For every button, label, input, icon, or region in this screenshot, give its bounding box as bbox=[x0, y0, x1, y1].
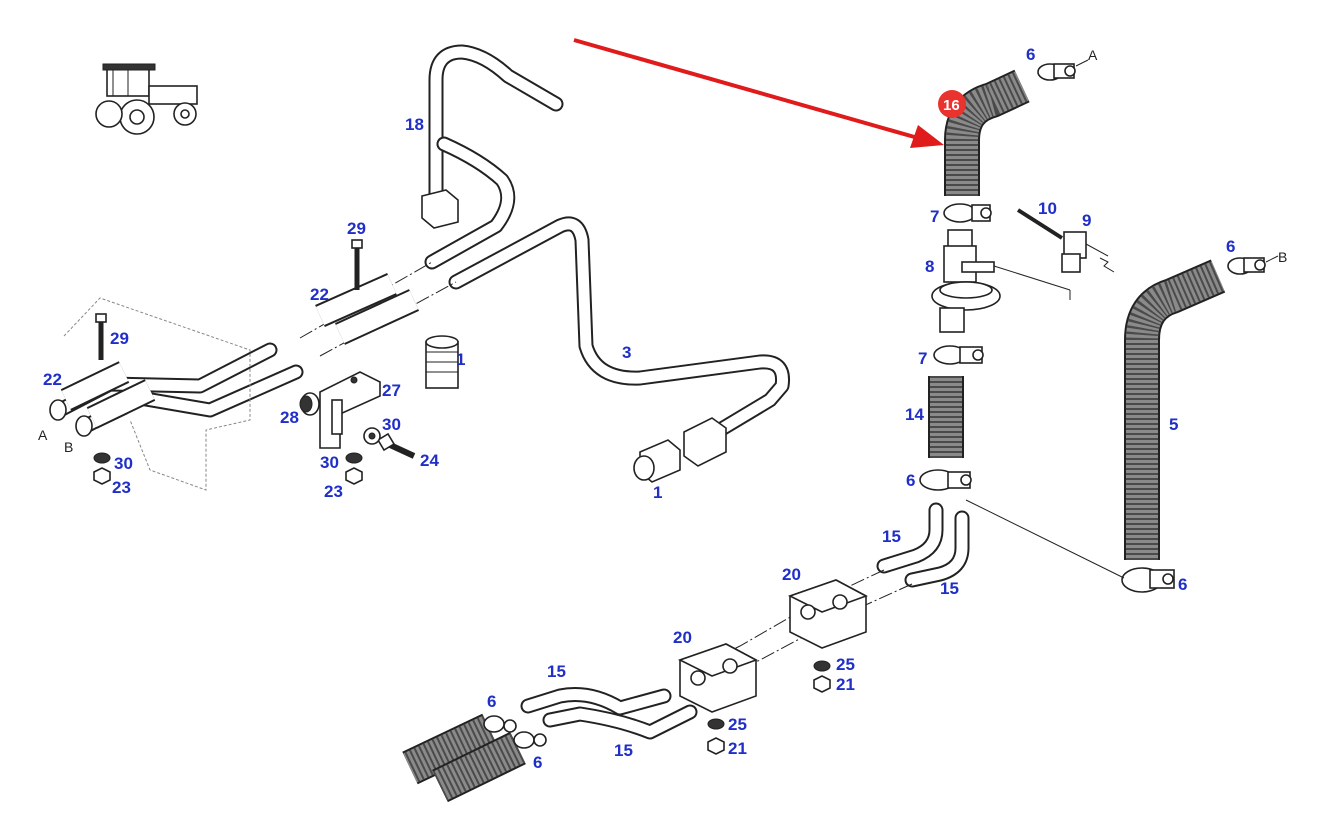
washer-nut-25-21-left bbox=[707, 718, 725, 755]
callout-29-upper: 29 bbox=[347, 219, 366, 238]
nuts-lower bbox=[93, 452, 363, 485]
callout-25-left: 25 bbox=[728, 715, 747, 734]
callout-27: 27 bbox=[382, 381, 401, 400]
pipe-18 bbox=[421, 44, 564, 270]
bracket-27 bbox=[319, 371, 381, 449]
callout-6-lower-left: 6 bbox=[487, 692, 496, 711]
washer-30 bbox=[363, 427, 381, 445]
bolt-29-lower bbox=[95, 313, 107, 360]
callout-14: 14 bbox=[905, 405, 924, 424]
callout-6-bottom: 6 bbox=[533, 753, 542, 772]
callout-6-top: 6 bbox=[1026, 45, 1035, 64]
clamp-6-lower-right bbox=[1121, 567, 1175, 593]
clamp-7-upper bbox=[943, 203, 992, 223]
callout-9: 9 bbox=[1082, 211, 1091, 230]
callout-a-top: A bbox=[1088, 47, 1098, 63]
tractor-icon bbox=[95, 63, 198, 135]
highlight-arrow bbox=[573, 38, 944, 148]
callout-20-right: 20 bbox=[782, 565, 801, 584]
valve-8 bbox=[931, 229, 1071, 333]
callout-1-left: 1 bbox=[456, 350, 465, 369]
clamps-6-lower bbox=[483, 715, 547, 749]
callout-16: 16 bbox=[943, 97, 960, 114]
callout-7-upper: 7 bbox=[930, 207, 939, 226]
callout-15-c: 15 bbox=[547, 662, 566, 681]
callout-22-upper: 22 bbox=[310, 285, 329, 304]
callout-15-a: 15 bbox=[882, 527, 901, 546]
clamp-6-b bbox=[1227, 255, 1279, 275]
frame-outline bbox=[63, 297, 251, 491]
callout-15-b: 15 bbox=[940, 579, 959, 598]
bolt-24 bbox=[376, 432, 416, 459]
hose-16 bbox=[944, 69, 1030, 196]
pipes-15-right bbox=[876, 502, 970, 588]
highlight-badge-16: 16 bbox=[938, 90, 966, 118]
callout-b-left: B bbox=[64, 439, 73, 455]
callout-30-right: 30 bbox=[382, 415, 401, 434]
callout-1-right: 1 bbox=[653, 483, 662, 502]
callout-25-right: 25 bbox=[836, 655, 855, 674]
callout-6-b: 6 bbox=[1226, 237, 1235, 256]
pipe-3 bbox=[448, 216, 791, 438]
callout-8: 8 bbox=[925, 257, 934, 276]
callout-18: 18 bbox=[405, 115, 424, 134]
pipes-15-lower bbox=[520, 687, 698, 740]
fitting-1-right bbox=[633, 417, 727, 483]
clamp-6-top bbox=[1037, 59, 1089, 81]
clamp-7-lower bbox=[933, 345, 984, 365]
callout-22-lower: 22 bbox=[43, 370, 62, 389]
callout-30-bracket: 30 bbox=[320, 453, 339, 472]
callout-3: 3 bbox=[622, 343, 631, 362]
callout-21-left: 21 bbox=[728, 739, 747, 758]
hoses-lower bbox=[402, 713, 526, 803]
callout-6-middle: 6 bbox=[906, 471, 915, 490]
callout-23-right: 23 bbox=[324, 482, 343, 501]
callout-b-right: B bbox=[1278, 249, 1287, 265]
callout-23-left: 23 bbox=[112, 478, 131, 497]
callout-24: 24 bbox=[420, 451, 439, 470]
callout-7-lower: 7 bbox=[918, 349, 927, 368]
bolt-29-upper bbox=[351, 239, 363, 290]
clip-block-20-left bbox=[677, 643, 758, 713]
callout-30-left: 30 bbox=[114, 454, 133, 473]
callout-a-left: A bbox=[38, 427, 48, 443]
clip-block-20-right bbox=[787, 579, 868, 649]
callout-6-lower-right: 6 bbox=[1178, 575, 1187, 594]
callout-10: 10 bbox=[1038, 199, 1057, 218]
callout-15-d: 15 bbox=[614, 741, 633, 760]
clips-22 bbox=[49, 273, 420, 437]
callout-5: 5 bbox=[1169, 415, 1178, 434]
fitting-1-left bbox=[425, 335, 459, 389]
hose-5 bbox=[1124, 259, 1226, 560]
callout-21-right: 21 bbox=[836, 675, 855, 694]
spacer-28 bbox=[299, 392, 320, 416]
callout-20-left: 20 bbox=[673, 628, 692, 647]
sensor-9 bbox=[1061, 231, 1115, 273]
wire-10 bbox=[1016, 208, 1064, 240]
washer-nut-25-21-right bbox=[813, 660, 831, 693]
callout-29-lower: 29 bbox=[110, 329, 129, 348]
clamp-6-middle bbox=[919, 469, 972, 491]
callout-28: 28 bbox=[280, 408, 299, 427]
